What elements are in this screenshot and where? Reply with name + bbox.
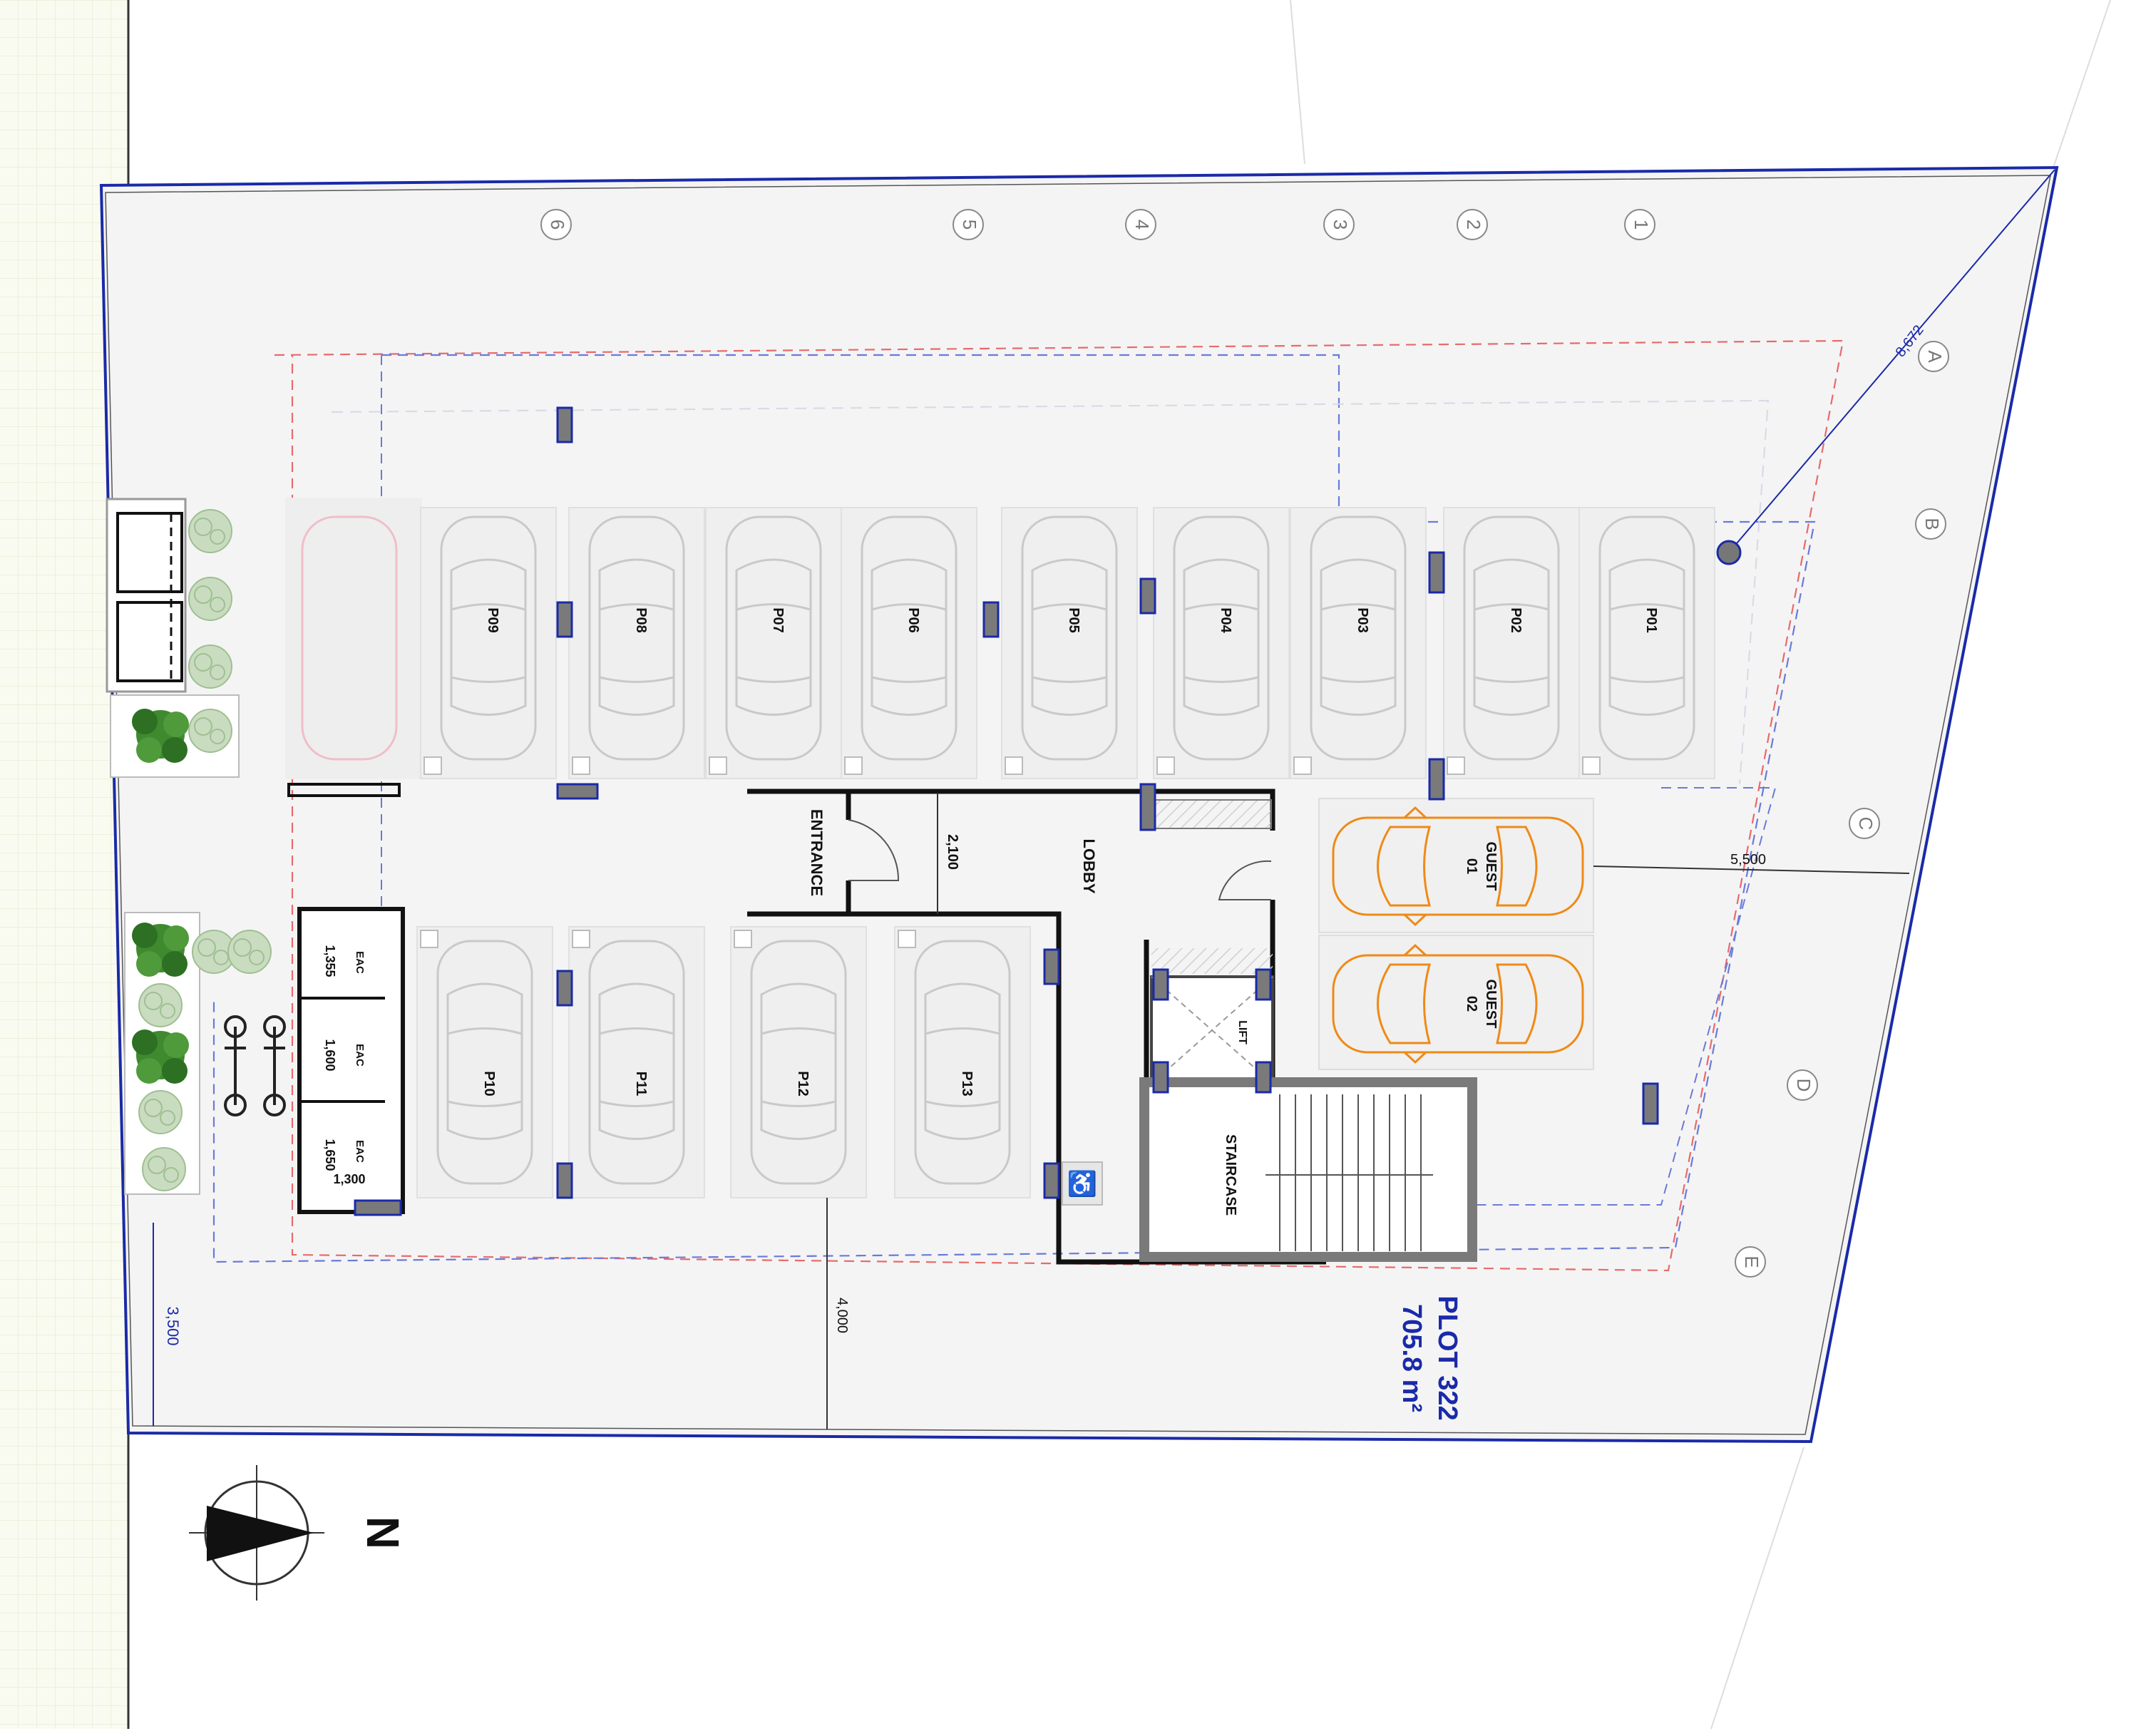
svg-text:EAC: EAC bbox=[354, 1140, 366, 1163]
svg-text:E: E bbox=[1741, 1255, 1762, 1268]
grid-bubble-E: E bbox=[1735, 1246, 1766, 1278]
plot-label: PLOT 322 705.8 m² bbox=[1397, 1295, 1462, 1420]
lift: LIFT bbox=[1150, 948, 1274, 1085]
grid-bubble-5: 5 bbox=[953, 209, 984, 240]
parking-space-p08: P08 bbox=[568, 507, 705, 779]
svg-text:P08: P08 bbox=[633, 607, 649, 633]
svg-text:EAC: EAC bbox=[354, 1044, 366, 1067]
grid-columns: 6 5 4 3 2 1 bbox=[540, 209, 1655, 240]
setback-line-blue bbox=[212, 354, 1816, 1263]
structural-columns bbox=[287, 406, 1659, 1216]
svg-text:STAIRCASE: STAIRCASE bbox=[1223, 1134, 1238, 1216]
svg-text:PLOT 322: PLOT 322 bbox=[1432, 1295, 1462, 1420]
dim-entrance: 2,100 bbox=[945, 834, 960, 870]
svg-text:P13: P13 bbox=[959, 1071, 975, 1096]
grid-bubble-A: A bbox=[1918, 341, 1949, 372]
parking-space-p01: P01 bbox=[1578, 507, 1715, 779]
svg-text:P12: P12 bbox=[795, 1071, 811, 1096]
parking-space-p03: P03 bbox=[1290, 507, 1427, 779]
dim-guest-setback: 5,500 bbox=[1730, 852, 1766, 868]
svg-text:705.8 m²: 705.8 m² bbox=[1397, 1304, 1427, 1412]
grid-bubble-3: 3 bbox=[1323, 209, 1355, 240]
dim-rear-setback: 4,000 bbox=[834, 1298, 850, 1333]
svg-text:D: D bbox=[1793, 1079, 1814, 1092]
parking-row-bottom: P10 P11 P12 P13 bbox=[416, 926, 1031, 1198]
svg-text:P06: P06 bbox=[905, 607, 921, 633]
svg-text:1,355: 1,355 bbox=[323, 945, 337, 977]
svg-text:1: 1 bbox=[1631, 220, 1652, 230]
grid-bubble-D: D bbox=[1787, 1069, 1818, 1101]
bicycle-icon bbox=[224, 1015, 286, 1116]
grid-bubble-C: C bbox=[1849, 808, 1880, 839]
svg-text:GUEST: GUEST bbox=[1483, 980, 1499, 1029]
svg-text:P03: P03 bbox=[1355, 607, 1370, 633]
svg-text:6: 6 bbox=[547, 220, 568, 230]
parking-space-p02: P02 bbox=[1443, 507, 1580, 779]
svg-text:P02: P02 bbox=[1508, 607, 1524, 633]
svg-text:1,300: 1,300 bbox=[333, 1172, 365, 1186]
staircase: STAIRCASE bbox=[1139, 1077, 1477, 1262]
grid-bubble-1: 1 bbox=[1624, 209, 1655, 240]
svg-text:EAC: EAC bbox=[354, 951, 366, 974]
guest-space-02: GUEST 02 bbox=[1332, 944, 1584, 1064]
guest-space-01: GUEST 01 bbox=[1332, 806, 1584, 926]
parking-space-p06: P06 bbox=[841, 507, 977, 779]
parking-space-p11: P11 bbox=[568, 926, 705, 1198]
svg-text:1,600: 1,600 bbox=[323, 1039, 337, 1071]
svg-text:B: B bbox=[1921, 518, 1943, 530]
bin-store bbox=[106, 498, 187, 693]
grid-bubble-B: B bbox=[1915, 508, 1946, 540]
grid-bubble-2: 2 bbox=[1457, 209, 1488, 240]
svg-text:3: 3 bbox=[1330, 220, 1351, 230]
svg-text:1,650: 1,650 bbox=[323, 1139, 337, 1171]
svg-text:♿: ♿ bbox=[1067, 1170, 1097, 1198]
svg-text:5: 5 bbox=[959, 220, 980, 230]
svg-text:P10: P10 bbox=[481, 1071, 497, 1096]
column-round bbox=[1716, 540, 1742, 565]
svg-text:GUEST: GUEST bbox=[1483, 842, 1499, 891]
eac-rooms: EAC EAC EAC 1,355 1,600 1,650 1,300 bbox=[297, 907, 405, 1214]
grid-bubble-6: 6 bbox=[540, 209, 572, 240]
svg-text:LIFT: LIFT bbox=[1236, 1020, 1248, 1044]
svg-text:P05: P05 bbox=[1066, 607, 1082, 633]
planting bbox=[110, 509, 272, 1195]
parking-space-p12: P12 bbox=[730, 926, 867, 1198]
dim-side-setback: 3,500 bbox=[164, 1306, 182, 1345]
parking-space-p07: P07 bbox=[705, 507, 842, 779]
parking-row-top: P09 P08 P07 P06 P05 P04 P03 P02 P01 bbox=[420, 507, 1715, 779]
north-label: N bbox=[357, 1516, 409, 1549]
accessible-space bbox=[301, 515, 398, 761]
label-lobby: LOBBY bbox=[1080, 839, 1098, 894]
svg-text:P11: P11 bbox=[633, 1072, 649, 1096]
svg-text:P01: P01 bbox=[1643, 607, 1659, 633]
svg-text:P09: P09 bbox=[485, 607, 500, 633]
grid-rows: A B C D E bbox=[1735, 341, 1949, 1278]
parking-space-p09: P09 bbox=[420, 507, 557, 779]
setback-line-red bbox=[274, 339, 1844, 1272]
parking-space-p10: P10 bbox=[416, 926, 553, 1198]
parking-space-p04: P04 bbox=[1153, 507, 1290, 779]
svg-text:2: 2 bbox=[1463, 220, 1484, 230]
svg-text:C: C bbox=[1855, 817, 1877, 831]
svg-text:A: A bbox=[1924, 350, 1946, 363]
svg-text:01: 01 bbox=[1464, 858, 1479, 874]
parking-space-p05: P05 bbox=[1001, 507, 1138, 779]
plot-boundary bbox=[99, 165, 2059, 1444]
grid-bubble-4: 4 bbox=[1125, 209, 1156, 240]
svg-text:4: 4 bbox=[1131, 220, 1153, 230]
label-entrance: ENTRANCE bbox=[808, 809, 826, 896]
parking-space-p13: P13 bbox=[894, 926, 1031, 1198]
north-arrow: N bbox=[189, 1465, 409, 1601]
svg-text:02: 02 bbox=[1464, 996, 1479, 1012]
svg-text:P04: P04 bbox=[1218, 607, 1233, 633]
svg-text:P07: P07 bbox=[770, 607, 786, 633]
